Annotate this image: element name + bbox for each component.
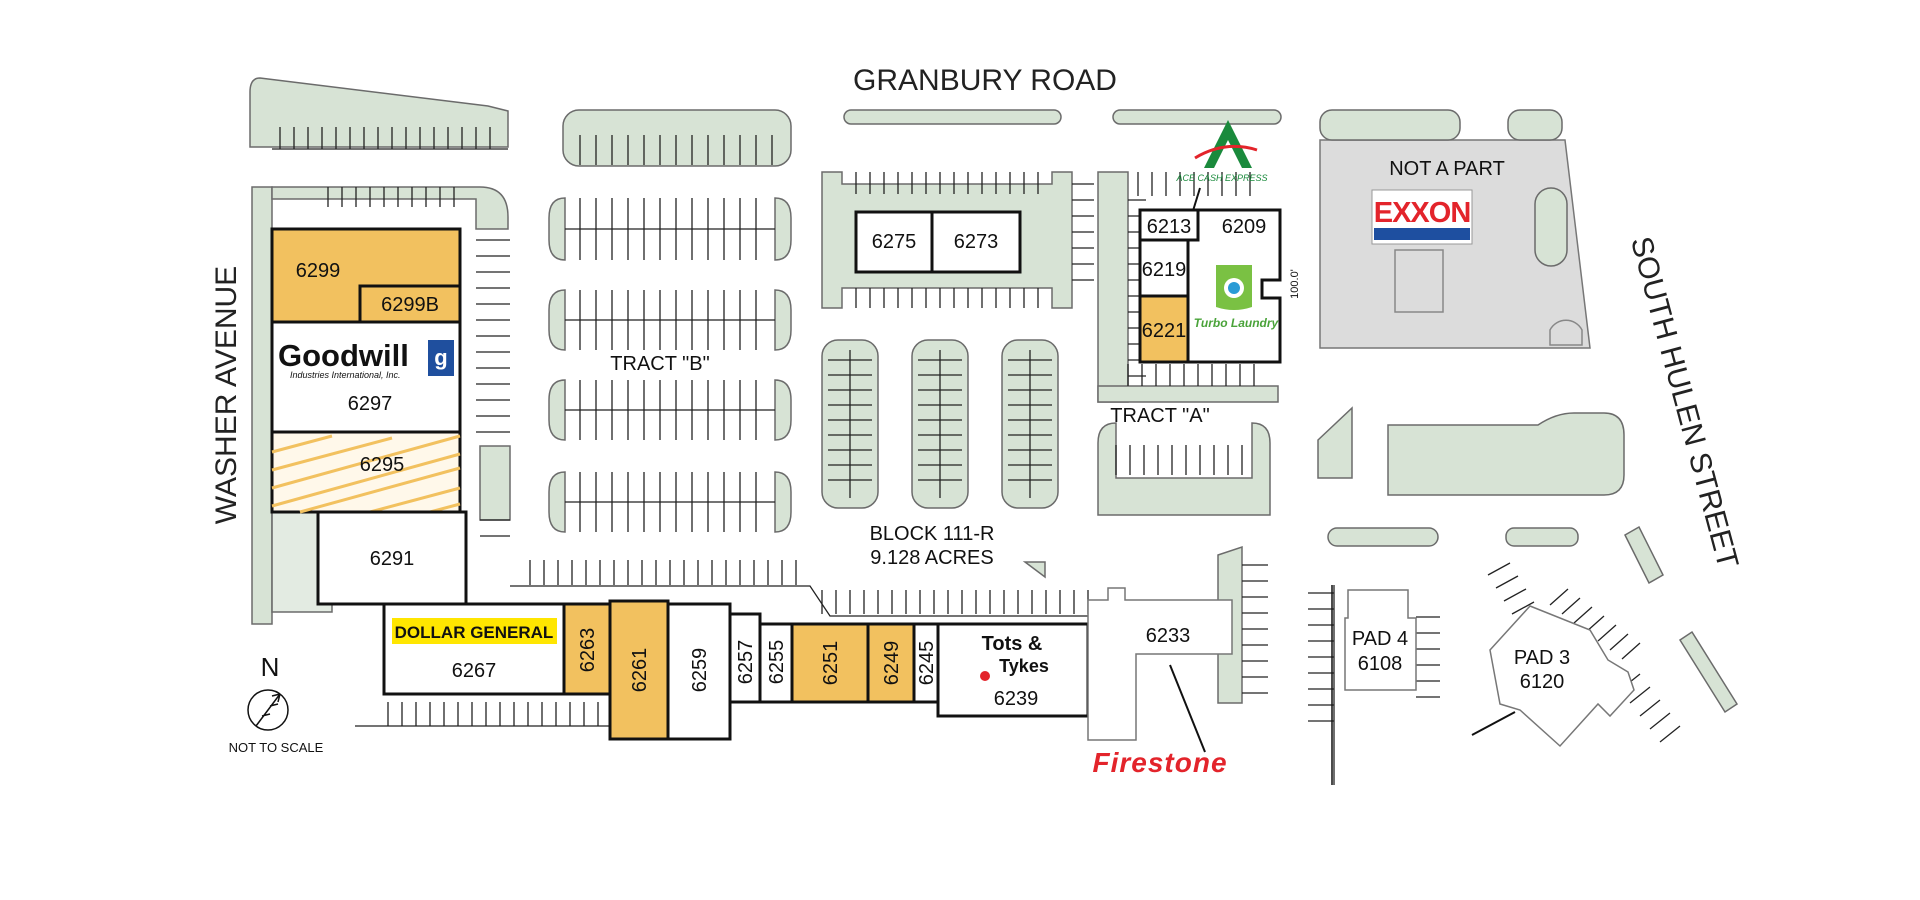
svg-text:Turbo Laundry: Turbo Laundry xyxy=(1194,316,1280,330)
tots-and-tykes-logo: Tots & Tykes xyxy=(980,633,1049,681)
svg-text:6108: 6108 xyxy=(1358,653,1403,675)
svg-text:6209: 6209 xyxy=(1222,216,1267,238)
unit-6219[interactable]: 6219 xyxy=(1138,238,1190,298)
svg-text:6249: 6249 xyxy=(881,641,903,686)
svg-text:6221: 6221 xyxy=(1142,320,1187,342)
unit-6295[interactable]: 6295 xyxy=(270,430,462,514)
unit-6257[interactable]: 6257 xyxy=(728,612,762,704)
dimension-label: 100.0' xyxy=(1289,269,1301,299)
not-a-part-label: NOT A PART xyxy=(1389,158,1505,180)
svg-text:N: N xyxy=(261,652,280,682)
ace-cash-express-logo: ACE CASH EXPRESS xyxy=(1175,120,1268,215)
svg-text:6273: 6273 xyxy=(954,231,999,253)
svg-text:PAD 3: PAD 3 xyxy=(1514,647,1570,669)
washer-avenue-label: WASHER AVENUE xyxy=(210,266,243,524)
svg-text:6255: 6255 xyxy=(766,640,788,685)
dollar-general-logo: DOLLAR GENERAL xyxy=(392,618,557,644)
svg-text:6295: 6295 xyxy=(360,454,405,476)
unit-6275[interactable]: 6275 xyxy=(854,210,934,274)
unit-6245[interactable]: 6245 xyxy=(912,622,940,704)
block-label: BLOCK 111-R xyxy=(870,523,995,545)
svg-text:6245: 6245 xyxy=(916,641,938,686)
svg-text:6291: 6291 xyxy=(370,548,415,570)
north-arrow: N NOT TO SCALE xyxy=(229,652,324,755)
pad-4[interactable]: PAD 4 6108 xyxy=(1344,589,1417,691)
firestone-logo: Firestone xyxy=(1092,747,1227,778)
unit-6213[interactable]: 6213 xyxy=(1138,208,1200,242)
unit-6273[interactable]: 6273 xyxy=(930,210,1022,274)
svg-text:6267: 6267 xyxy=(452,660,497,682)
unit-6259[interactable]: 6259 xyxy=(666,602,732,741)
unit-6221[interactable]: 6221 xyxy=(1138,294,1190,364)
unit-6299b[interactable]: 6299B xyxy=(358,284,462,324)
svg-text:6297: 6297 xyxy=(348,393,393,415)
svg-text:Goodwill: Goodwill xyxy=(278,338,409,373)
unit-6267-dollar-general[interactable]: 6267 xyxy=(382,602,566,696)
unit-6261[interactable]: 6261 xyxy=(608,599,670,741)
acres-label: 9.128 ACRES xyxy=(870,547,993,569)
unit-6263[interactable]: 6263 xyxy=(562,602,612,696)
svg-text:6259: 6259 xyxy=(689,648,711,693)
svg-text:ACE CASH EXPRESS: ACE CASH EXPRESS xyxy=(1175,173,1267,183)
unit-6255[interactable]: 6255 xyxy=(758,622,794,704)
turbo-laundry-logo: Turbo Laundry xyxy=(1194,265,1280,330)
unit-6291[interactable]: 6291 xyxy=(316,510,468,606)
svg-text:6251: 6251 xyxy=(820,641,842,686)
svg-text:g: g xyxy=(434,345,447,370)
exxon-logo: EXXON xyxy=(1371,189,1473,245)
svg-text:DOLLAR GENERAL: DOLLAR GENERAL xyxy=(395,623,554,642)
unit-6251[interactable]: 6251 xyxy=(790,622,870,704)
svg-text:6299B: 6299B xyxy=(381,294,439,316)
svg-text:Tykes: Tykes xyxy=(999,656,1049,676)
svg-text:6239: 6239 xyxy=(994,688,1039,710)
svg-text:6275: 6275 xyxy=(872,231,917,253)
svg-text:6299: 6299 xyxy=(296,260,341,282)
south-hulen-street-label: SOUTH HULEN STREET xyxy=(1624,233,1744,572)
svg-text:PAD 4: PAD 4 xyxy=(1352,628,1408,650)
granbury-road-label: GRANBURY ROAD xyxy=(853,64,1117,97)
pad-3[interactable]: PAD 3 6120 xyxy=(1471,605,1635,748)
svg-text:6219: 6219 xyxy=(1142,259,1187,281)
svg-text:Tots &: Tots & xyxy=(982,633,1043,655)
svg-text:6257: 6257 xyxy=(735,640,757,685)
svg-text:6213: 6213 xyxy=(1147,216,1192,238)
svg-text:6263: 6263 xyxy=(577,628,599,673)
svg-text:6120: 6120 xyxy=(1520,671,1565,693)
unit-6233-firestone[interactable]: 6233 xyxy=(1087,587,1233,753)
tract-b-label: TRACT "B" xyxy=(610,353,709,375)
parking-stripes xyxy=(272,127,1681,785)
svg-text:Industries International, Inc.: Industries International, Inc. xyxy=(290,370,401,380)
svg-text:EXXON: EXXON xyxy=(1374,197,1471,229)
svg-text:6261: 6261 xyxy=(629,648,651,693)
not-to-scale-label: NOT TO SCALE xyxy=(229,740,324,755)
unit-6249[interactable]: 6249 xyxy=(866,622,916,704)
unit-6239-tots-and-tykes[interactable]: 6239 xyxy=(936,622,1090,718)
tract-a-label: TRACT "A" xyxy=(1110,405,1209,427)
goodwill-logo: Goodwill Industries International, Inc. … xyxy=(278,338,454,380)
svg-text:6233: 6233 xyxy=(1146,625,1191,647)
